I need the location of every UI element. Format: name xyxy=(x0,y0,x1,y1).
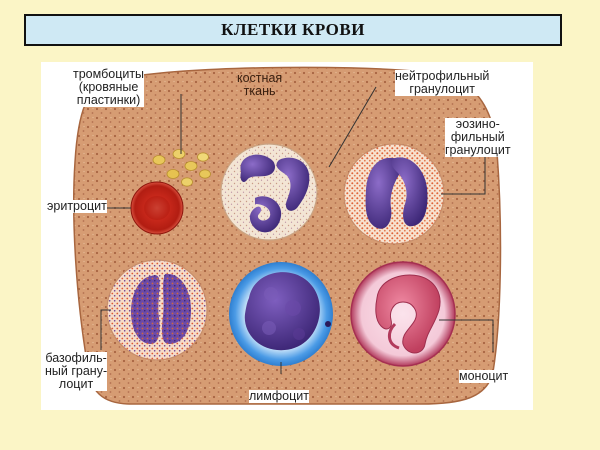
erythrocyte-cell xyxy=(130,181,184,235)
eosinophil-label: эозино- фильный гранулоцит xyxy=(445,117,511,157)
neutrophil-label: нейтрофильный гранулоцит xyxy=(395,69,490,96)
monocyte-cell xyxy=(350,261,456,367)
basophil-cell xyxy=(106,259,208,361)
blood-cells-figure: тромбоциты (кровяные пластинки) костная … xyxy=(41,62,533,410)
title-banner: КЛЕТКИ КРОВИ xyxy=(24,14,562,46)
neutrophil-cell xyxy=(220,143,318,241)
lymphocyte-cell xyxy=(229,262,333,366)
page-title: КЛЕТКИ КРОВИ xyxy=(221,20,365,39)
bone-tissue-label: костная ткань xyxy=(237,71,283,98)
eosinophil-cell xyxy=(343,143,445,245)
platelets xyxy=(152,149,211,187)
basophil-label: базофиль- ный грану- лоцит xyxy=(45,351,108,391)
lymphocyte-label: лимфоцит xyxy=(249,389,309,403)
platelets-label: тромбоциты (кровяные пластинки) xyxy=(73,67,145,107)
leader-lines xyxy=(73,86,494,374)
blood-cells-illustration xyxy=(73,66,502,405)
erythrocyte-label: эритроцит xyxy=(47,199,107,213)
monocyte-label: моноцит xyxy=(459,369,509,383)
